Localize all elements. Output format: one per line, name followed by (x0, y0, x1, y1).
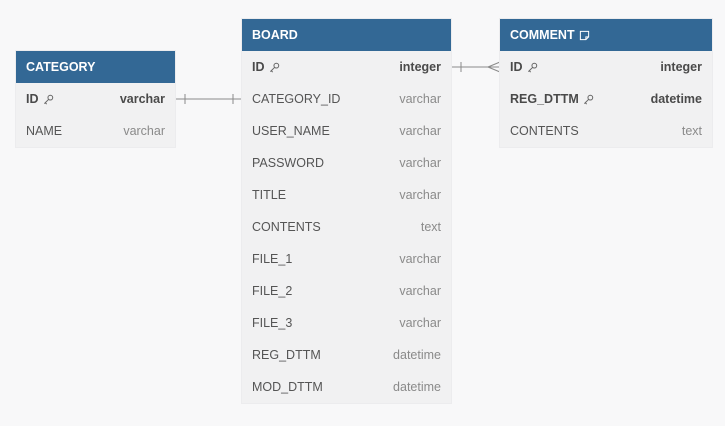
column-type: integer (660, 60, 702, 74)
table-title: COMMENT (510, 28, 575, 42)
column-name: REG_DTTM (252, 348, 321, 362)
note-icon[interactable] (579, 30, 590, 41)
column-type: integer (399, 60, 441, 74)
column-type: varchar (123, 124, 165, 138)
key-icon (527, 62, 537, 72)
column-name: PASSWORD (252, 156, 324, 170)
table-category[interactable]: CATEGORY ID varchar NAME varchar (16, 51, 175, 147)
column-name-text: ID (510, 60, 523, 74)
column-type: varchar (399, 316, 441, 330)
edge-board-comment[interactable] (451, 61, 501, 73)
column-name: FILE_2 (252, 284, 293, 298)
key-icon (43, 94, 53, 104)
column-name: USER_NAME (252, 124, 330, 138)
table-header[interactable]: COMMENT (500, 19, 712, 51)
column-type: datetime (393, 348, 441, 362)
column-name: MOD_DTTM (252, 380, 323, 394)
column-row[interactable]: ID varchar (16, 83, 175, 115)
column-type: varchar (399, 92, 441, 106)
column-row[interactable]: CATEGORY_ID varchar (242, 83, 451, 115)
column-name: CATEGORY_ID (252, 92, 341, 106)
column-name: ID (252, 51, 280, 83)
column-name-text: REG_DTTM (510, 92, 579, 106)
column-name-text: ID (252, 60, 265, 74)
column-row[interactable]: NAME varchar (16, 115, 175, 147)
column-name: FILE_3 (252, 316, 293, 330)
column-type: varchar (399, 252, 441, 266)
column-row[interactable]: FILE_3 varchar (242, 307, 451, 339)
table-header[interactable]: CATEGORY (16, 51, 175, 83)
column-row[interactable]: CONTENTS text (242, 211, 451, 243)
column-name: CONTENTS (252, 220, 321, 234)
column-type: varchar (399, 188, 441, 202)
column-type: varchar (399, 284, 441, 298)
column-type: varchar (119, 92, 165, 106)
column-name: REG_DTTM (510, 83, 594, 115)
column-name: CONTENTS (510, 124, 579, 138)
key-icon (583, 94, 593, 104)
column-row[interactable]: FILE_1 varchar (242, 243, 451, 275)
key-icon (269, 62, 279, 72)
table-title: CATEGORY (26, 60, 96, 74)
column-row[interactable]: MOD_DTTM datetime (242, 371, 451, 403)
column-name-text: ID (26, 92, 39, 106)
column-row[interactable]: ID integer (242, 51, 451, 83)
table-title: BOARD (252, 28, 298, 42)
column-row[interactable]: CONTENTS text (500, 115, 712, 147)
column-row[interactable]: REG_DTTM datetime (242, 339, 451, 371)
column-type: text (681, 124, 702, 138)
column-type: datetime (393, 380, 441, 394)
column-name: NAME (26, 124, 63, 138)
column-type: varchar (399, 156, 441, 170)
column-row[interactable]: TITLE varchar (242, 179, 451, 211)
table-board[interactable]: BOARD ID integer CATEGORY_ID varchar USE… (242, 19, 451, 403)
column-row[interactable]: FILE_2 varchar (242, 275, 451, 307)
column-row[interactable]: USER_NAME varchar (242, 115, 451, 147)
edge-category-board[interactable] (175, 94, 242, 104)
column-name: ID (510, 51, 538, 83)
table-header[interactable]: BOARD (242, 19, 451, 51)
column-type: datetime (650, 92, 702, 106)
column-name: FILE_1 (252, 252, 293, 266)
column-name: ID (26, 83, 54, 115)
column-row[interactable]: ID integer (500, 51, 712, 83)
column-name: TITLE (252, 188, 287, 202)
column-row[interactable]: REG_DTTM datetime (500, 83, 712, 115)
column-row[interactable]: PASSWORD varchar (242, 147, 451, 179)
column-type: varchar (399, 124, 441, 138)
table-comment[interactable]: COMMENT ID integer REG_DTTM (500, 19, 712, 147)
column-type: text (420, 220, 441, 234)
